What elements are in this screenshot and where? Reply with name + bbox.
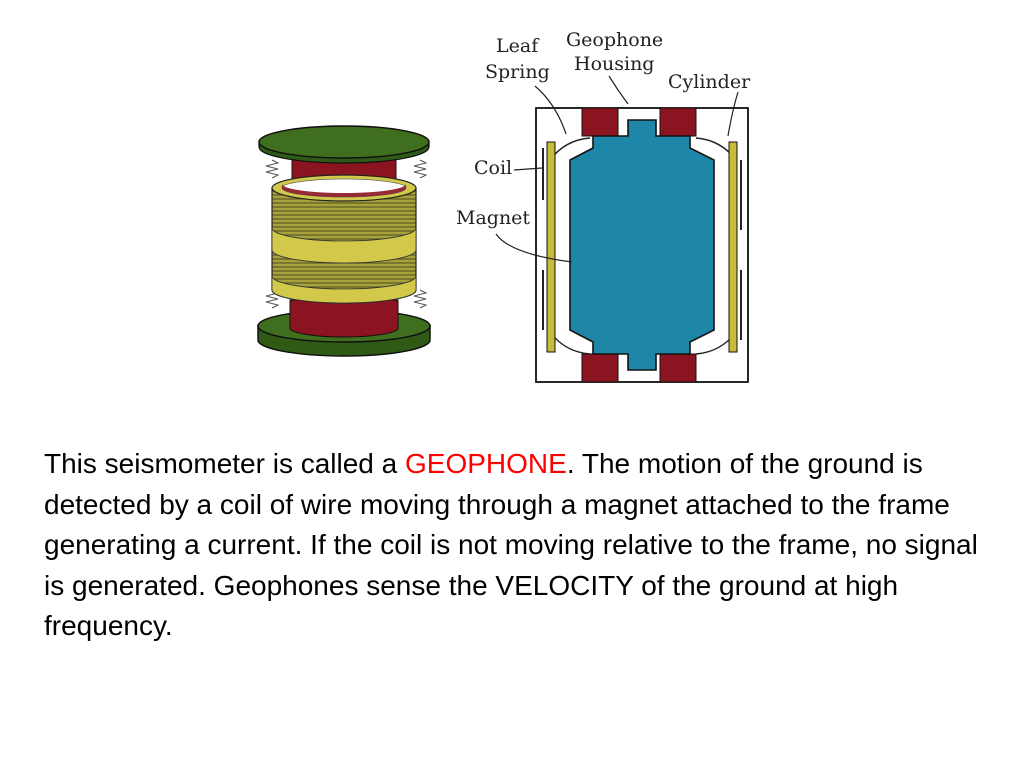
coil-bar-marks xyxy=(542,148,742,340)
caption-highlight-geophone: GEOPHONE xyxy=(405,448,567,479)
geophone-diagram: Leaf Spring Geophone Housing Cylinder Co… xyxy=(257,29,751,383)
label-coil: Coil xyxy=(474,157,512,179)
coil-winding xyxy=(271,174,417,304)
lower-magnet xyxy=(289,299,399,338)
leader-lines xyxy=(495,75,739,263)
housing-block-bottom-right xyxy=(659,353,697,383)
label-leaf-spring-line2: Spring xyxy=(485,61,550,83)
label-housing-line2: Housing xyxy=(574,53,654,75)
housing-block-top-right xyxy=(659,107,697,137)
coil-bar-left xyxy=(546,141,556,353)
geophone-3d-illustration xyxy=(257,125,431,357)
label-magnet: Magnet xyxy=(456,207,530,229)
top-plate xyxy=(258,125,430,159)
description-paragraph: This seismometer is called a GEOPHONE. T… xyxy=(44,444,994,647)
housing-block-top-left xyxy=(581,107,619,137)
caption-text-part2: . The motion of the ground is detected b… xyxy=(44,448,978,641)
caption-text-part1: This seismometer is called a xyxy=(44,448,406,479)
label-housing-line1: Geophone xyxy=(566,29,663,51)
housing-block-bottom-left xyxy=(581,353,619,383)
coil-bar-right xyxy=(728,141,738,353)
magnet-body xyxy=(569,119,715,371)
diagram-labels: Leaf Spring Geophone Housing Cylinder Co… xyxy=(456,29,751,263)
label-leaf-spring-line1: Leaf xyxy=(496,35,540,57)
label-cylinder: Cylinder xyxy=(668,71,751,93)
geophone-cross-section xyxy=(535,107,749,383)
